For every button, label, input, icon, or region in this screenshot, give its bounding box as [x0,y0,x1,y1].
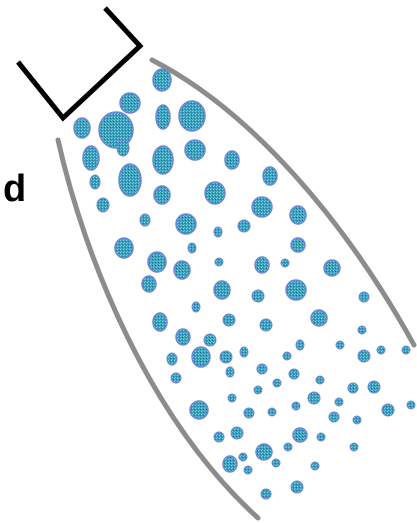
cell-dot [402,346,410,354]
cell-cluster [74,69,415,499]
cell-dot [291,481,303,493]
cell-dot [214,281,230,299]
cell-dot [238,220,250,232]
cell-dot [97,198,109,212]
cell-dot [336,341,344,349]
cell-dot [154,186,170,204]
cell-dot [359,292,369,302]
cell-dot [140,214,150,226]
cell-dot [225,151,239,169]
cell-dot [204,334,216,346]
cell-dot [226,367,234,377]
cell-dot [255,257,269,273]
cell-dot [283,352,291,360]
cell-dot [254,386,262,394]
cell-dot [153,313,167,331]
cell-dot [192,347,210,367]
cell-dot [74,118,90,138]
cell-dot [171,373,181,383]
cell-dot [291,238,305,252]
cell-dot [153,69,171,91]
cell-dot [311,462,319,470]
cell-dot [281,259,289,267]
cell-dot [260,319,272,331]
cell-dot [231,427,243,439]
cell-dot [382,404,394,416]
cell-dot [358,350,370,362]
cell-dot [239,453,247,461]
cell-dot [353,416,361,424]
cell-dot [268,408,276,416]
cell-dot [273,379,281,387]
cell-dot [317,433,325,441]
cell-dot [156,105,170,129]
cell-dot [293,428,307,442]
cell-dot [192,302,200,312]
cell-dot [188,243,196,253]
cell-dot [214,432,224,442]
cell-dot [176,214,196,234]
cell-dot [179,101,205,131]
cell-dot [350,443,358,451]
cell-dot [284,443,292,451]
cell-dot [228,394,236,402]
cell-dot [220,351,232,363]
cell-dot [115,238,133,258]
cell-dot [120,93,140,113]
cell-dot [368,381,380,393]
cell-dot [185,140,205,160]
cell-dot [117,140,129,156]
cell-dot [190,401,208,419]
cell-dot [252,290,264,302]
cell-dot [148,252,166,272]
cell-dot [214,227,222,237]
cell-dot [176,329,190,345]
cell-dot [240,347,248,357]
cell-dot [324,260,340,276]
cell-dot [167,353,177,365]
cell-dot [174,261,190,279]
cell-dot [142,276,156,292]
cell-dot [256,444,272,460]
cell-dot [407,401,415,409]
cell-dot [316,376,324,384]
cell-dot [263,167,277,185]
cell-dot [153,146,173,174]
cell-dot [223,456,237,472]
cell-dot [252,197,272,217]
cell-dot [205,182,225,204]
cell-dot [215,258,223,266]
cell-dot [329,412,339,422]
cell-dot [90,175,100,189]
cell-dot [358,326,366,334]
cell-dot [311,310,327,326]
cell-dot [348,383,358,393]
cell-dot [257,364,267,374]
cell-dot [296,340,304,350]
cell-dot [290,206,306,224]
cell-dot [244,466,252,474]
cell-dot [119,164,141,196]
cell-dot [377,346,385,354]
cell-dot [223,314,235,326]
cell-dot [261,489,271,499]
cell-dot [286,280,306,300]
cell-dot [289,369,299,379]
cell-dot [308,392,320,404]
cell-dot [244,408,254,418]
cell-dot [335,398,343,406]
cell-dot [272,459,280,467]
cell-dot [83,146,99,170]
cell-dot [292,402,300,410]
